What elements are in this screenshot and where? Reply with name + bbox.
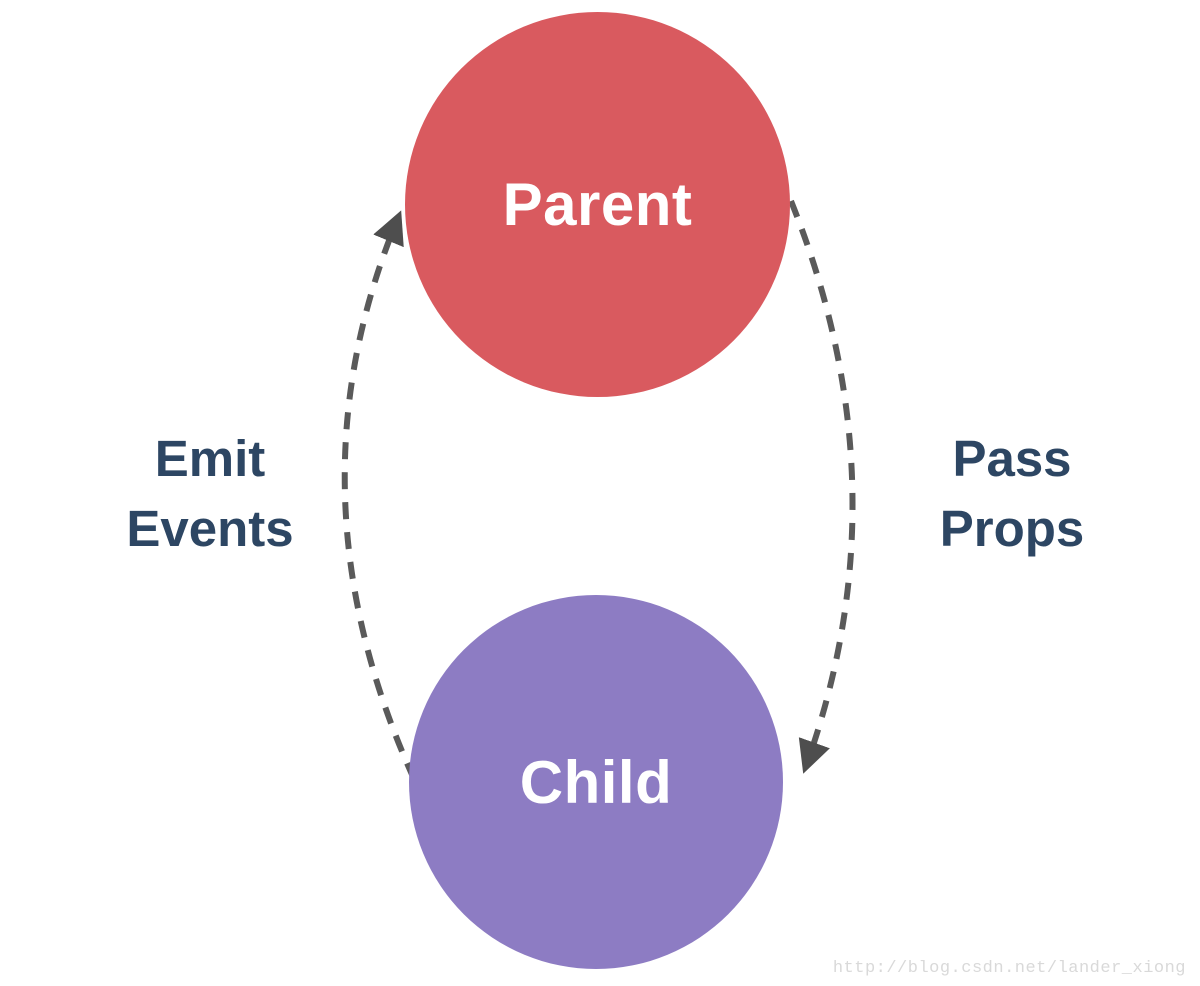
child-node: Child — [409, 595, 783, 969]
pass-props-arrow — [788, 199, 856, 774]
emit-events-label-line2: Events — [126, 500, 294, 557]
emit-events-label-line1: Emit — [154, 430, 266, 487]
pass-props-label: Pass Props — [862, 424, 1162, 564]
pass-props-label-line1: Pass — [952, 430, 1072, 487]
pass-props-label-line2: Props — [939, 500, 1085, 557]
emit-events-label: Emit Events — [60, 424, 360, 564]
watermark-url: http://blog.csdn.net/lander_xiong — [832, 959, 1186, 978]
parent-node: Parent — [405, 12, 790, 397]
parent-node-label: Parent — [502, 171, 693, 238]
child-node-label: Child — [519, 748, 673, 816]
